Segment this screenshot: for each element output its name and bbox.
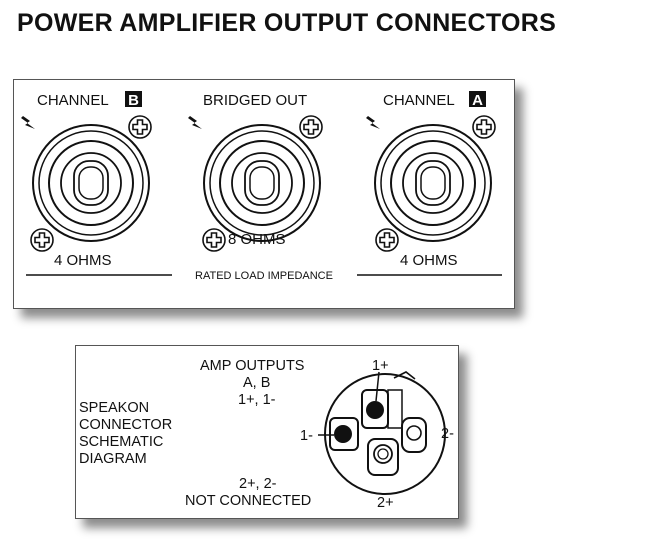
speakon-schematic-icon xyxy=(324,371,446,495)
bridged-out-connector: BRIDGED OUT 8 OHMS xyxy=(188,92,323,252)
bridged-out-label: BRIDGED OUT xyxy=(203,92,307,109)
channel-b-impedance: 4 OHMS xyxy=(54,252,112,269)
channel-b-letter: B xyxy=(128,92,139,109)
amp-channels-label: A, B xyxy=(243,375,270,391)
plus-screw-icon xyxy=(128,115,152,139)
pin-1minus-label: 1- xyxy=(300,428,313,444)
connector-panel-drawing: CHANNEL B 4 OHMS BRIDGED OUT 8 OHMS CHAN… xyxy=(21,91,502,282)
pin-1plus-label: 1+ xyxy=(372,358,389,374)
plus-screw-icon xyxy=(299,115,323,139)
schematic-panel: AMP OUTPUTS A, B 1+, 1- SPEAKON CONNECTO… xyxy=(75,345,459,519)
speakon-connector-icon xyxy=(32,124,150,242)
pin-1plus-leader xyxy=(375,371,380,402)
connector-panel: CHANNEL B 4 OHMS BRIDGED OUT 8 OHMS CHAN… xyxy=(13,79,515,309)
plus-screw-icon xyxy=(202,228,226,252)
lightning-bolt-icon xyxy=(188,116,202,129)
page-title: POWER AMPLIFIER OUTPUT CONNECTORS xyxy=(17,9,557,37)
speakon-connector-icon xyxy=(203,124,321,242)
pin-2plus-label: 2+ xyxy=(377,495,394,511)
channel-a-connector: CHANNEL A 4 OHMS xyxy=(366,91,496,269)
schematic-title-line-3: SCHEMATIC xyxy=(79,434,163,450)
channel-a-letter-box xyxy=(469,91,486,107)
pins-connected-label: 1+, 1- xyxy=(238,392,276,408)
bridged-impedance: 8 OHMS xyxy=(228,231,286,248)
channel-a-letter: A xyxy=(472,92,483,109)
plus-screw-icon xyxy=(30,228,54,252)
schematic-title-line-1: SPEAKON xyxy=(79,400,149,416)
rated-load-label: RATED LOAD IMPEDANCE xyxy=(195,270,333,282)
channel-b-connector: CHANNEL B 4 OHMS xyxy=(21,91,152,269)
not-connected-label: NOT CONNECTED xyxy=(185,493,311,509)
channel-a-impedance: 4 OHMS xyxy=(400,252,458,269)
amp-outputs-label: AMP OUTPUTS xyxy=(200,358,304,374)
channel-b-label: CHANNEL xyxy=(37,92,109,109)
plus-screw-icon xyxy=(472,115,496,139)
channel-b-letter-box xyxy=(125,91,142,107)
schematic-drawing: AMP OUTPUTS A, B 1+, 1- SPEAKON CONNECTO… xyxy=(79,358,454,511)
lightning-bolt-icon xyxy=(21,116,35,129)
pin-2minus-label: 2- xyxy=(441,426,454,442)
pins-nc-label: 2+, 2- xyxy=(239,476,277,492)
lightning-bolt-icon xyxy=(366,116,380,129)
schematic-title-line-2: CONNECTOR xyxy=(79,417,172,433)
channel-a-label: CHANNEL xyxy=(383,92,455,109)
speakon-connector-icon xyxy=(374,124,492,242)
plus-screw-icon xyxy=(375,228,399,252)
schematic-title-line-4: DIAGRAM xyxy=(79,451,147,467)
